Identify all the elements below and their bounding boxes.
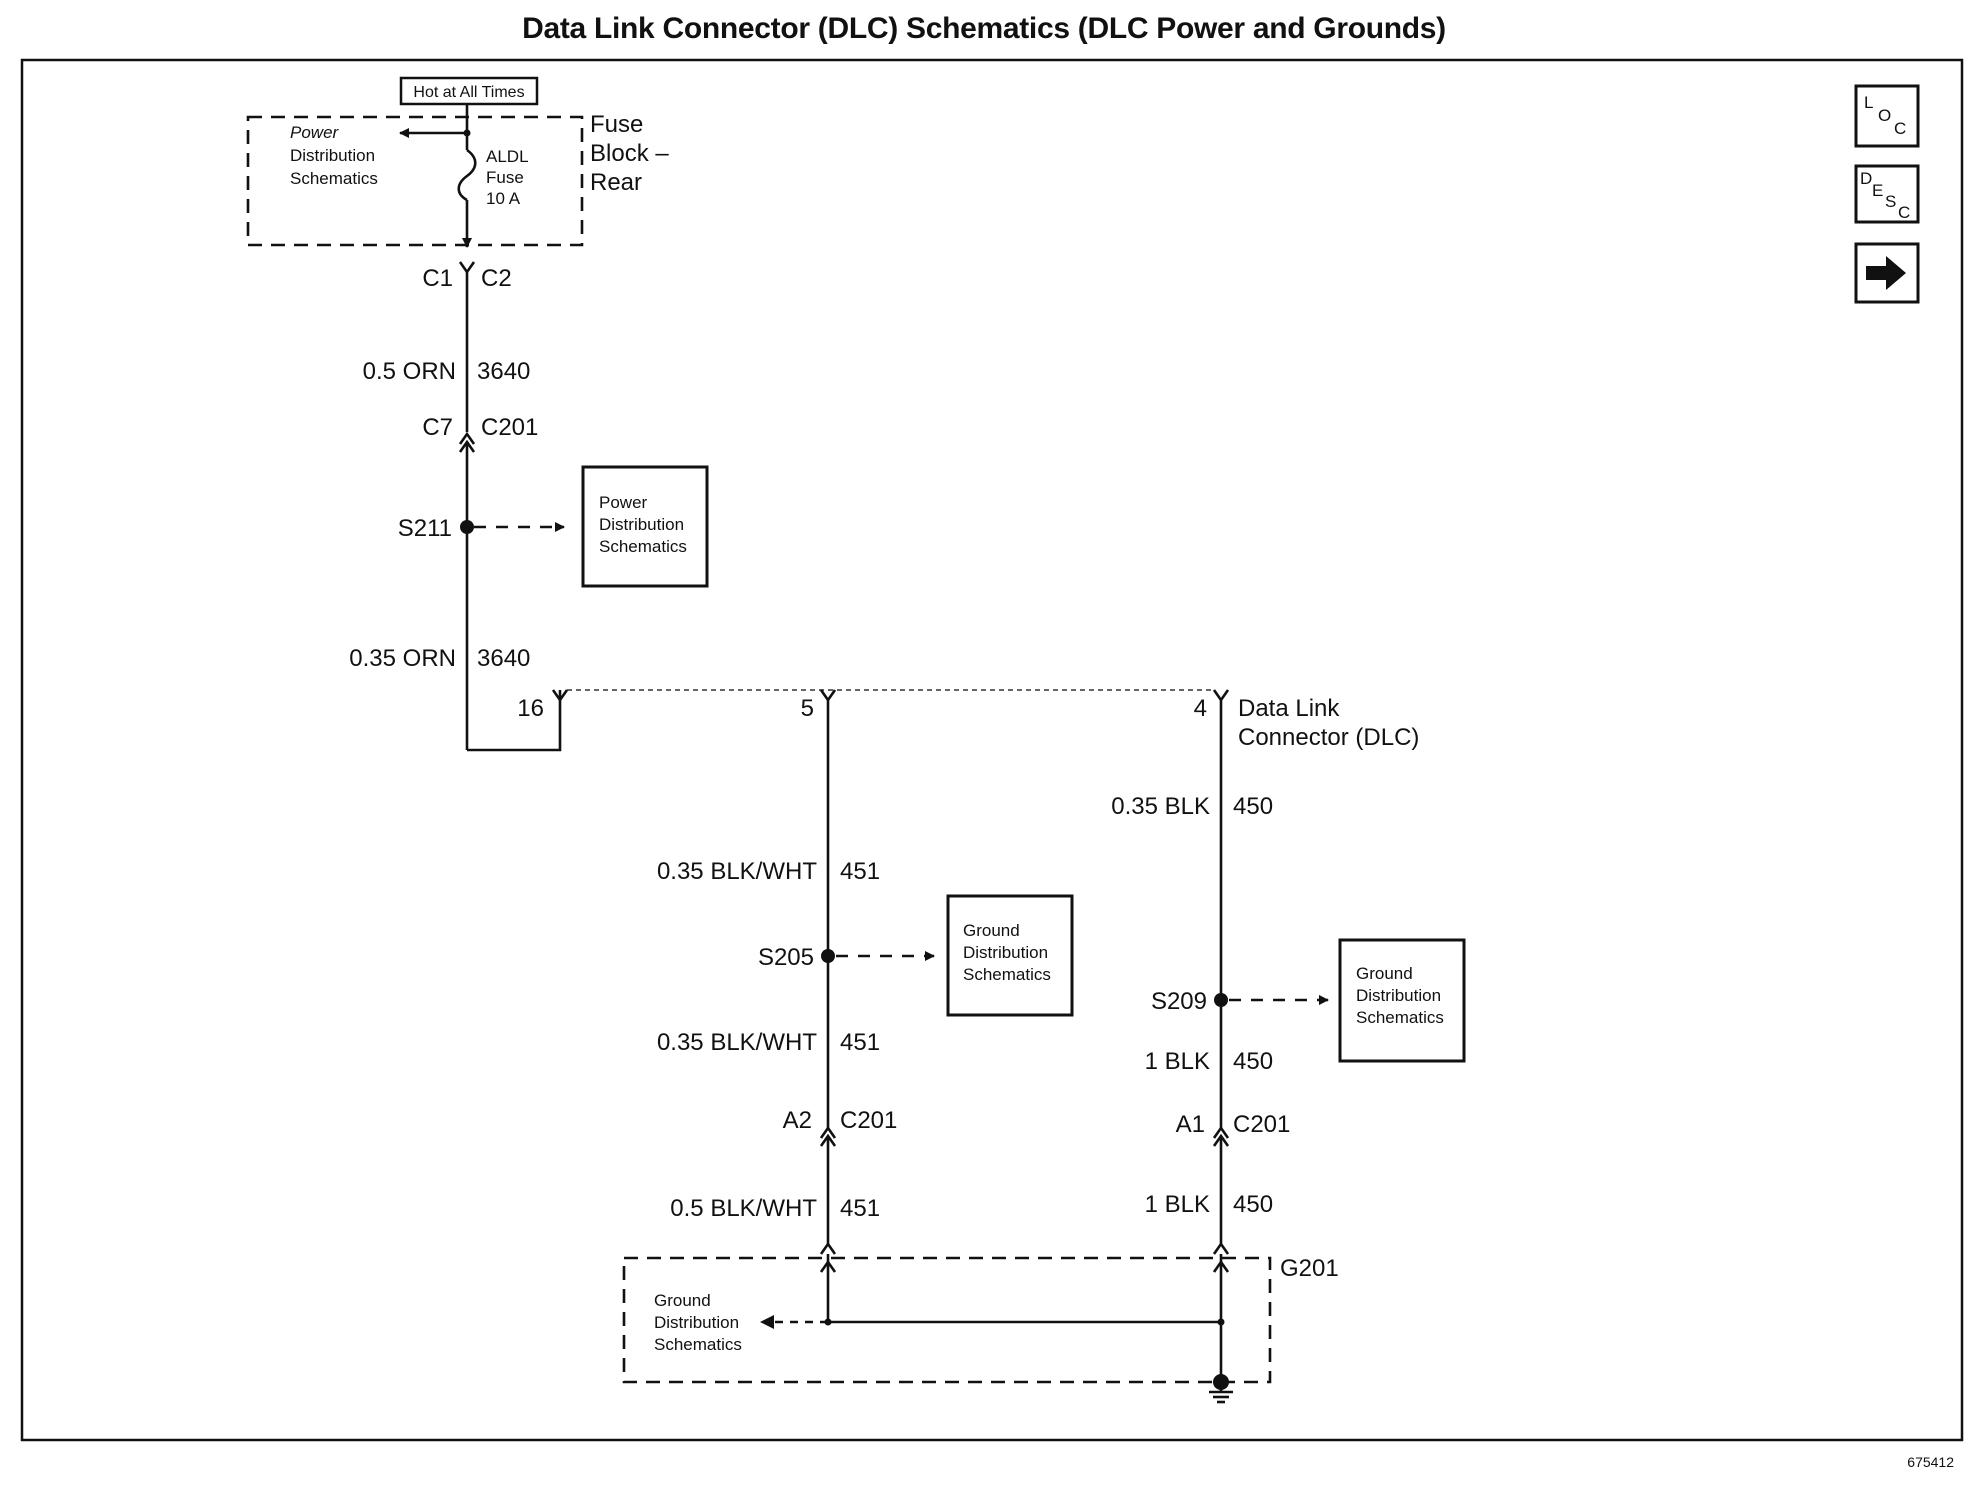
ground-box-label-1: Ground [654, 1291, 711, 1310]
wire5-circuit-2: 451 [840, 1029, 880, 1056]
dlc-name-1: Data Link [1238, 695, 1340, 722]
desc-letter-s: S [1885, 192, 1896, 211]
a1-label: A1 [1176, 1111, 1205, 1138]
fuse-block-rear-outline [246, 115, 584, 247]
loc-letter-c: C [1894, 119, 1906, 138]
page-title: Data Link Connector (DLC) Schematics (DL… [522, 12, 1446, 45]
c201-connector-symbol-16 [458, 431, 476, 453]
dlc-pin4-label: 4 [1194, 695, 1207, 722]
ground-distribution-box-s205[interactable] [946, 894, 1074, 1017]
power-box-label-3: Schematics [599, 537, 687, 556]
c1-connector-symbol [458, 261, 476, 275]
s211-splice [460, 520, 474, 534]
s209-box-label-1: Ground [1356, 964, 1413, 983]
c201-label-5: C201 [840, 1107, 897, 1134]
power-distribution-box[interactable] [581, 465, 709, 588]
wire5-gauge-2: 0.35 BLK/WHT [657, 1029, 817, 1056]
s205-label: S205 [758, 944, 814, 971]
dlc-pin5-symbol [819, 689, 837, 703]
wire16-gauge-2: 0.35 ORN [349, 645, 456, 672]
wire16-gauge-1: 0.5 ORN [363, 358, 456, 385]
wire5-gauge-1: 0.35 BLK/WHT [657, 858, 817, 885]
fuse-block-name-3: Rear [590, 169, 642, 196]
dlc-name-2: Connector (DLC) [1238, 724, 1419, 751]
wire5-circuit-3: 451 [840, 1195, 880, 1222]
ground-box-label-3: Schematics [654, 1335, 742, 1354]
g201-label: G201 [1280, 1255, 1339, 1282]
dlc-pin16-label: 16 [517, 695, 544, 722]
c201-connector-symbol-5 [819, 1125, 837, 1147]
hot-at-all-times-box [399, 76, 539, 106]
s205-splice [821, 949, 835, 963]
wire4-gauge-3: 1 BLK [1145, 1191, 1210, 1218]
a2-label: A2 [783, 1107, 812, 1134]
wire5-gauge-3: 0.5 BLK/WHT [670, 1195, 817, 1222]
fuse-block-name-2: Block – [590, 140, 669, 167]
c7-label: C7 [422, 414, 453, 441]
wire16-circuit-1: 3640 [477, 358, 530, 385]
desc-letter-e: E [1872, 181, 1883, 200]
s211-label: S211 [398, 515, 452, 542]
c201-label-16: C201 [481, 414, 538, 441]
g201-entry-symbol-5 [819, 1241, 837, 1255]
figure-number: 675412 [1907, 1454, 1954, 1470]
right-arrow-icon [1866, 256, 1906, 290]
power-dist-label-1: Power [290, 123, 340, 142]
fuse-label-2: Fuse [486, 168, 524, 187]
desc-letter-c: C [1898, 203, 1910, 222]
g201-entry-symbol-4 [1212, 1241, 1230, 1255]
c201-connector-symbol-4 [1212, 1125, 1230, 1147]
diagram-frame [20, 58, 1964, 1442]
s205-box-label-2: Distribution [963, 943, 1048, 962]
dlc-pin5-label: 5 [801, 695, 814, 722]
c1-label: C1 [422, 265, 453, 292]
dlc-pin4-symbol [1212, 689, 1230, 703]
desc-letter-d: D [1860, 169, 1872, 188]
wire4-circuit-1: 450 [1233, 793, 1273, 820]
c2-label: C2 [481, 265, 512, 292]
s209-box-label-2: Distribution [1356, 986, 1441, 1005]
dlc-pin16-symbol [551, 689, 569, 703]
hot-at-all-times-label: Hot at All Times [413, 84, 524, 101]
c201-label-4: C201 [1233, 1111, 1290, 1138]
power-box-label-1: Power [599, 493, 648, 512]
ground-symbol-icon [1209, 1382, 1233, 1404]
loc-button[interactable]: L O C [1854, 84, 1920, 148]
fuse-label-3: 10 A [486, 189, 521, 208]
fuse-block-name-1: Fuse [590, 111, 643, 138]
next-arrow-button[interactable] [1854, 242, 1920, 304]
loc-letter-o: O [1878, 106, 1891, 125]
g201-ground-outline [622, 1256, 1272, 1384]
ground-dist-arrow-icon [760, 1315, 774, 1329]
ground-box-label-2: Distribution [654, 1313, 739, 1332]
wire4-gauge-2: 1 BLK [1145, 1048, 1210, 1075]
s209-label: S209 [1151, 988, 1207, 1015]
s209-box-label-3: Schematics [1356, 1008, 1444, 1027]
s205-box-label-1: Ground [963, 921, 1020, 940]
loc-letter-l: L [1864, 93, 1873, 112]
wire16-circuit-2: 3640 [477, 645, 530, 672]
wire5-circuit-1: 451 [840, 858, 880, 885]
power-box-label-2: Distribution [599, 515, 684, 534]
power-dist-label-2: Distribution [290, 146, 375, 165]
desc-button[interactable]: D E S C [1854, 164, 1920, 224]
s209-splice [1214, 993, 1228, 1007]
wire4-circuit-3: 450 [1233, 1191, 1273, 1218]
wire16-loop [467, 690, 562, 752]
ground-distribution-box-s209[interactable] [1338, 938, 1466, 1063]
s205-box-label-3: Schematics [963, 965, 1051, 984]
fuse-label-1: ALDL [486, 147, 529, 166]
power-dist-label-3: Schematics [290, 169, 378, 188]
wire4-circuit-2: 450 [1233, 1048, 1273, 1075]
wire4-gauge-1: 0.35 BLK [1111, 793, 1210, 820]
fuse-symbol [457, 148, 477, 202]
